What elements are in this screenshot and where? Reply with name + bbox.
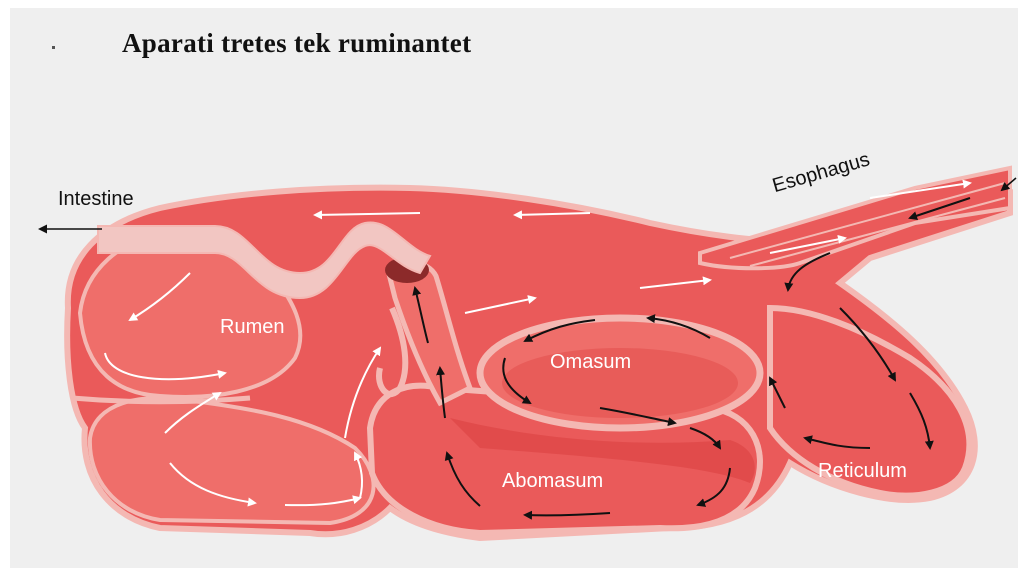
label-abomasum: Abomasum (502, 470, 603, 493)
title-dot (52, 46, 55, 49)
label-reticulum: Reticulum (818, 460, 907, 483)
label-rumen: Rumen (220, 316, 284, 339)
diagram-frame: Aparati tretes tek ruminantet Intestine … (10, 8, 1018, 568)
label-omasum: Omasum (550, 351, 631, 374)
label-intestine: Intestine (58, 188, 134, 211)
diagram-title: Aparati tretes tek ruminantet (122, 28, 471, 59)
